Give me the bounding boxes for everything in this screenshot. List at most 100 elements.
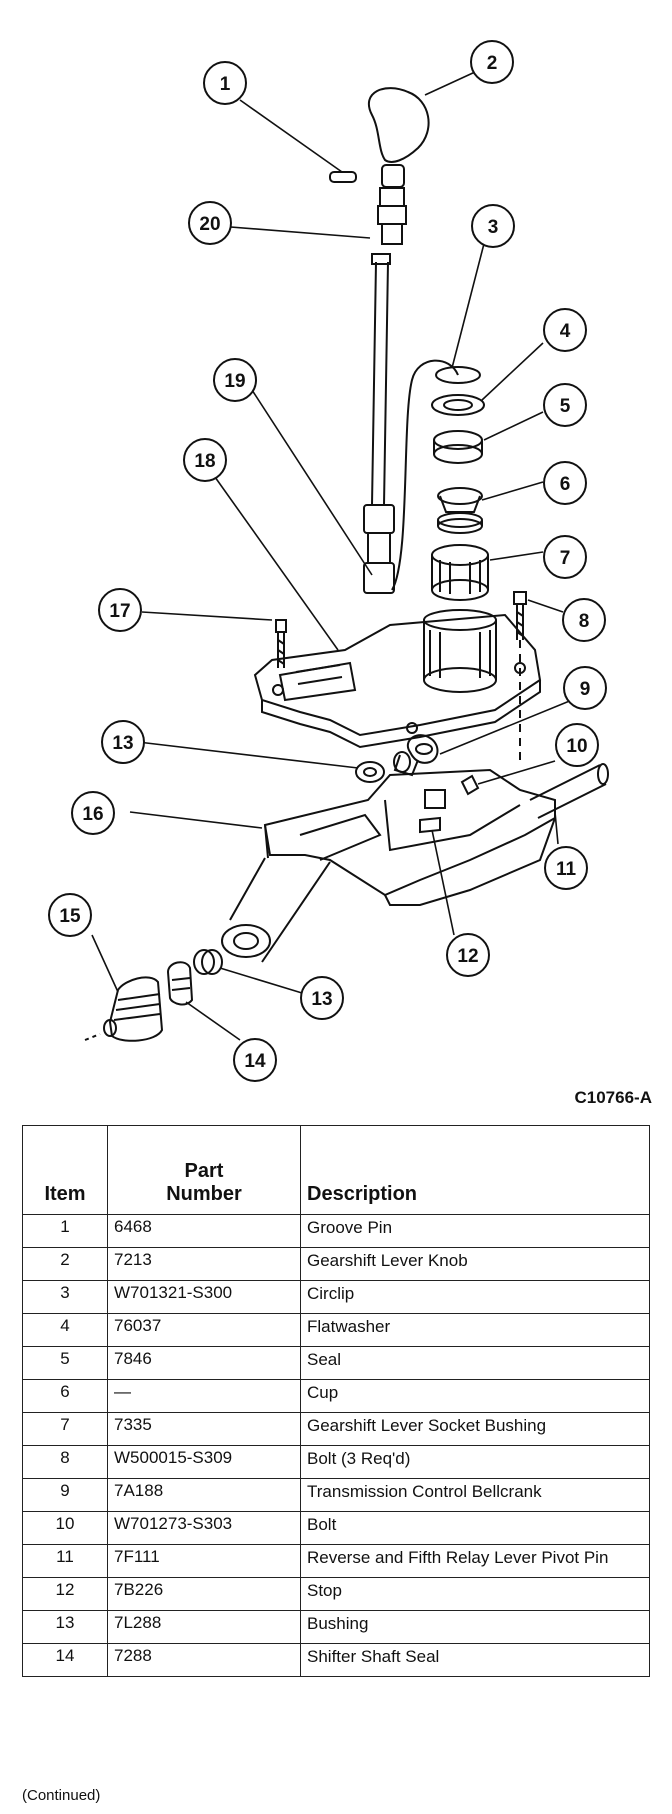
svg-text:10: 10 [566, 736, 587, 757]
callout-4: 4 [543, 308, 587, 352]
seal-drawing [433, 430, 483, 450]
svg-text:11: 11 [556, 859, 577, 880]
cell-part-number: 7B226 [107, 1577, 301, 1611]
svg-text:7: 7 [560, 548, 571, 569]
svg-text:1: 1 [220, 74, 231, 95]
callout-10: 10 [555, 723, 599, 767]
svg-text:12: 12 [457, 946, 478, 967]
svg-text:17: 17 [109, 601, 130, 622]
svg-text:16: 16 [82, 804, 103, 825]
cell-part-number: 7335 [107, 1412, 301, 1446]
svg-text:8: 8 [579, 611, 590, 632]
cell-part-number: W701273-S303 [107, 1511, 301, 1545]
cell-item: 6 [22, 1379, 108, 1413]
callout-9: 9 [563, 666, 607, 710]
cell-description: Transmission Control Bellcrank [300, 1478, 650, 1512]
callout-8: 8 [562, 598, 606, 642]
cell-part-number: 7A188 [107, 1478, 301, 1512]
cell-item: 12 [22, 1577, 108, 1611]
callout-1: 1 [203, 61, 247, 105]
callout-20: 20 [188, 201, 232, 245]
callout-17: 17 [98, 588, 142, 632]
cell-part-number: — [107, 1379, 301, 1413]
svg-text:4: 4 [560, 321, 571, 342]
svg-text:6: 6 [560, 474, 571, 495]
callout-12: 12 [446, 933, 490, 977]
cell-part-number: W500015-S309 [107, 1445, 301, 1479]
cell-item: 13 [22, 1610, 108, 1644]
cell-description: Gearshift Lever Knob [300, 1247, 650, 1281]
cell-item: 7 [22, 1412, 108, 1446]
cell-item: 5 [22, 1346, 108, 1380]
cell-description: Circlip [300, 1280, 650, 1314]
exploded-view-diagram: 1 2 3 4 5 6 7 8 9 10 11 12 13 13 14 15 1… [48, 40, 609, 1082]
svg-text:5: 5 [560, 396, 571, 417]
shift-lever-top-drawing [381, 164, 405, 188]
cell-description: Cup [300, 1379, 650, 1413]
header-part-line1: Part [184, 1160, 224, 1182]
cell-part-number: 7846 [107, 1346, 301, 1380]
cell-description: Shifter Shaft Seal [300, 1643, 650, 1677]
header-description: Description [300, 1125, 650, 1215]
cell-description: Seal [300, 1346, 650, 1380]
shifter-top-plate-drawing [253, 613, 542, 737]
groove-pin-drawing [329, 171, 357, 183]
callout-13-lower: 13 [300, 976, 344, 1020]
shifter-tube-drawing [229, 857, 331, 963]
cell-description: Bushing [300, 1610, 650, 1644]
cell-description: Stop [300, 1577, 650, 1611]
cell-item: 10 [22, 1511, 108, 1545]
cell-part-number: 7213 [107, 1247, 301, 1281]
cell-item: 9 [22, 1478, 108, 1512]
callout-19: 19 [213, 358, 257, 402]
boot-drawing [108, 976, 164, 1042]
cell-part-number: 7288 [107, 1643, 301, 1677]
bushing-drawing [193, 949, 215, 975]
callout-5: 5 [543, 383, 587, 427]
figure-code: C10766-A [574, 1088, 653, 1107]
svg-text:14: 14 [244, 1051, 266, 1072]
cell-description: Bolt (3 Req'd) [300, 1445, 650, 1479]
cell-description: Gearshift Lever Socket Bushing [300, 1412, 650, 1446]
cell-part-number: 7L288 [107, 1610, 301, 1644]
callout-7: 7 [543, 535, 587, 579]
callout-16: 16 [71, 791, 115, 835]
svg-text:18: 18 [194, 451, 215, 472]
callout-18: 18 [183, 438, 227, 482]
shaft-seal-drawing [166, 961, 194, 1006]
pivot-pin-drawing [529, 764, 607, 819]
cell-item: 3 [22, 1280, 108, 1314]
bolt-10-drawing [460, 774, 480, 796]
continued-note: (Continued) [22, 1787, 101, 1804]
svg-text:9: 9 [580, 679, 591, 700]
cell-item: 2 [22, 1247, 108, 1281]
svg-text:15: 15 [59, 906, 81, 927]
callout-14: 14 [233, 1038, 277, 1082]
shift-lever-shaft-drawing [371, 261, 389, 506]
gearshift-knob-drawing [368, 87, 430, 163]
cell-item: 8 [22, 1445, 108, 1479]
cell-part-number: 6468 [107, 1214, 301, 1248]
callout-6: 6 [543, 461, 587, 505]
callout-11: 11 [544, 846, 588, 890]
cell-item: 4 [22, 1313, 108, 1347]
cell-description: Flatwasher [300, 1313, 650, 1347]
callout-15: 15 [48, 893, 92, 937]
header-part-line2: Number [166, 1183, 242, 1205]
svg-text:13: 13 [112, 733, 133, 754]
callout-2: 2 [470, 40, 514, 84]
shifter-housing-drawing [263, 768, 556, 897]
